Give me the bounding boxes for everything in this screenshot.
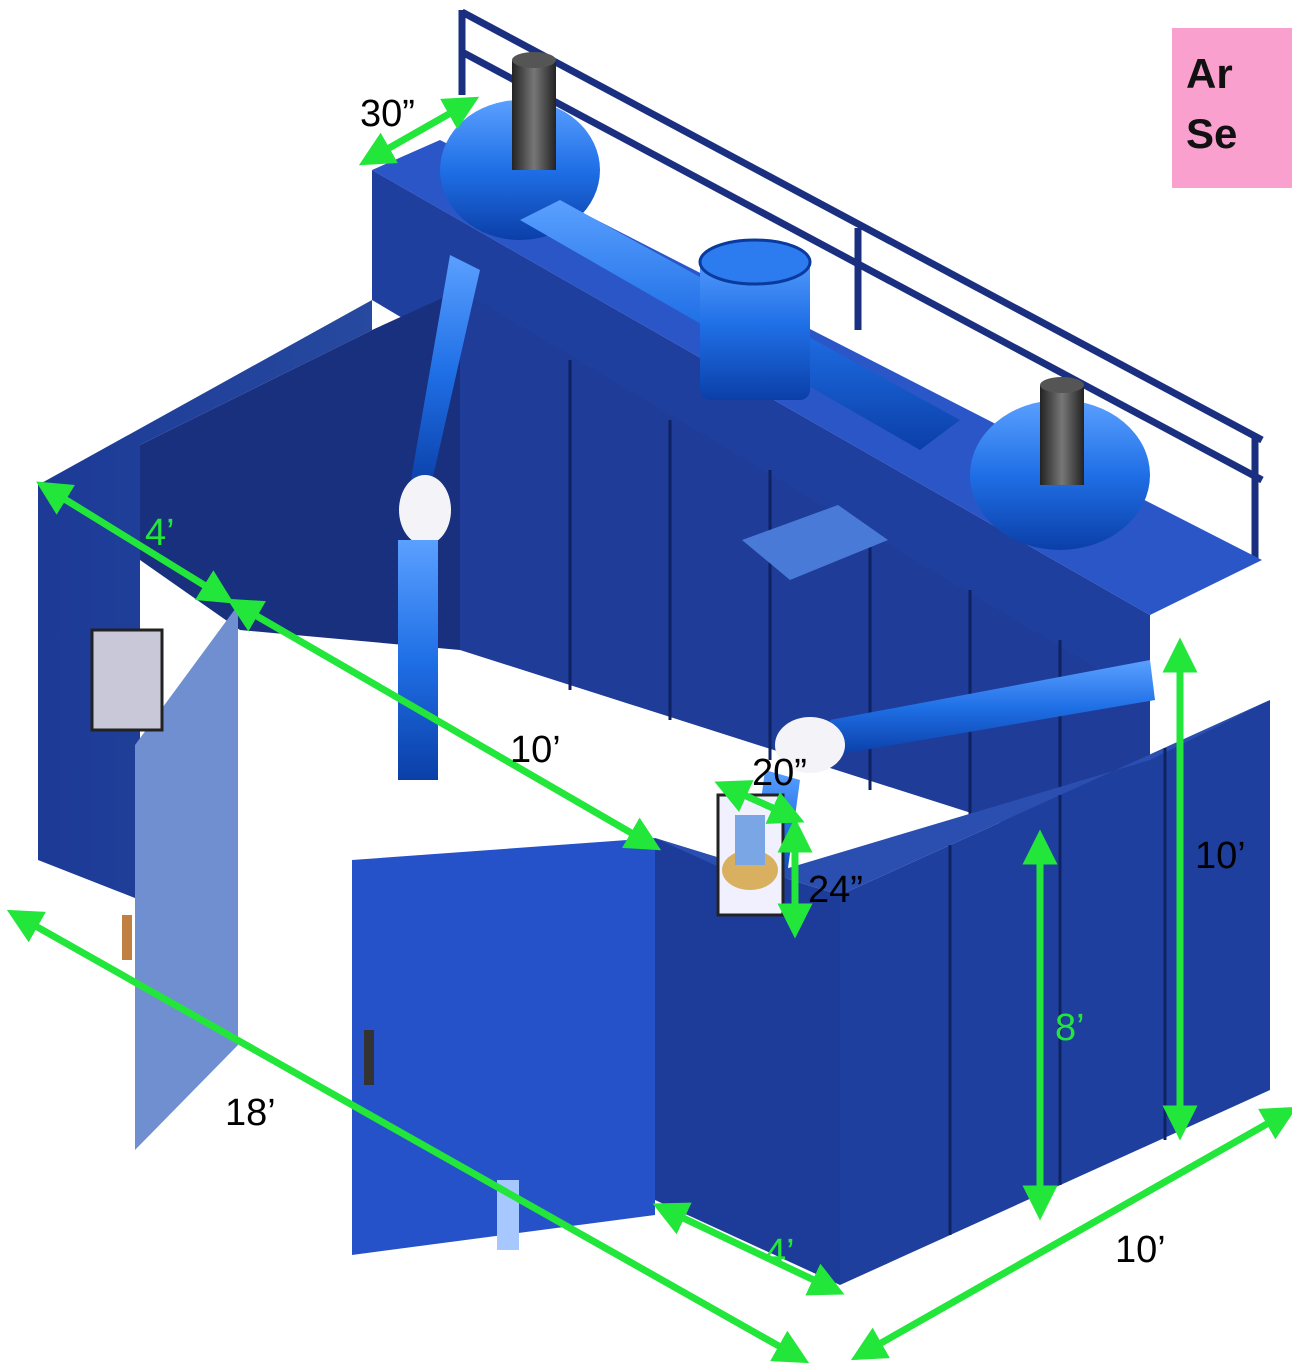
title-line-2: Se [1186, 110, 1238, 157]
label-overall-height: 10’ [1195, 835, 1246, 877]
title-box: Ar Se [1172, 28, 1292, 188]
shelf [742, 505, 888, 580]
dim-line-window-width [714, 780, 805, 824]
left-wall [38, 290, 460, 900]
stack-right [1040, 385, 1084, 485]
label-inner-height: 8’ [1055, 1007, 1085, 1049]
label-window-width: 20” [752, 752, 807, 794]
title-line-1: Ar [1186, 50, 1233, 97]
dim-line-front-depth [850, 1106, 1292, 1361]
dimension-lines [6, 96, 1292, 1364]
label-door-front-width: 4’ [765, 1232, 795, 1274]
left-arm-joint [399, 475, 451, 545]
left-door-handle [122, 915, 132, 960]
dim-line-back-width [226, 598, 662, 851]
dim-line-fan-width [358, 96, 480, 166]
front-door-handle [364, 1030, 374, 1085]
label-window-height: 24” [808, 869, 863, 911]
label-back-width: 10’ [510, 729, 561, 771]
right-arm-upper [830, 660, 1155, 755]
label-door-left-width: 4’ [145, 512, 175, 554]
label-front-depth: 10’ [1115, 1229, 1166, 1271]
center-collar [700, 250, 810, 400]
right-arm-joint [775, 717, 845, 773]
left-arm-upper [410, 255, 480, 490]
stack-left [512, 60, 556, 170]
label-overall-length: 18’ [225, 1092, 276, 1134]
dim-line-door-front [652, 1202, 845, 1296]
dim-line-door-left [36, 481, 234, 604]
top-railing [458, 8, 1264, 560]
left-arm-lower [398, 540, 438, 780]
label-fan-width: 30” [360, 93, 415, 135]
left-door-window [90, 628, 164, 732]
